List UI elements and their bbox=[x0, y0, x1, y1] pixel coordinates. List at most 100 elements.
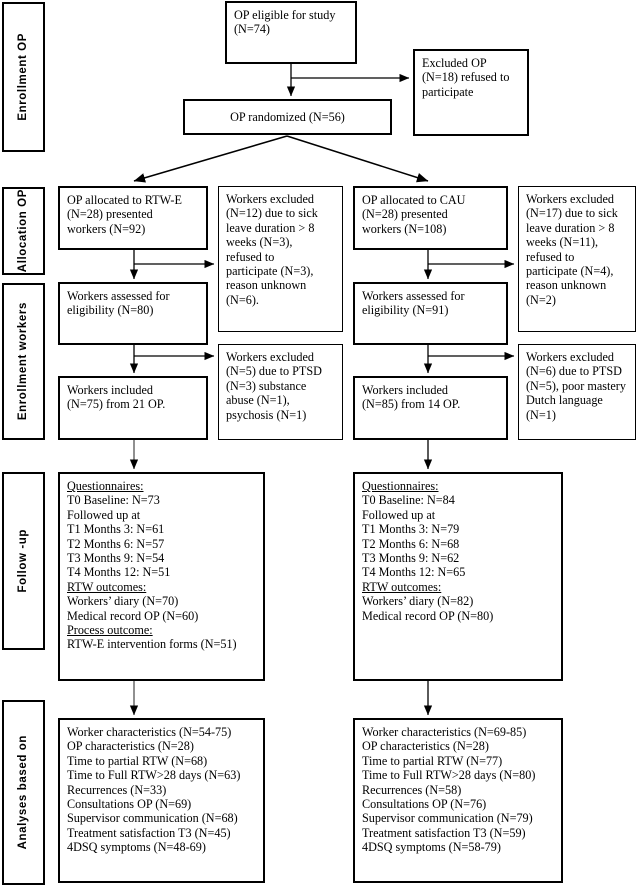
node-line: OP allocated to RTW-E bbox=[67, 193, 182, 207]
node-line: leave duration > 8 bbox=[226, 220, 315, 235]
stage-label-text: Allocation OP bbox=[16, 189, 29, 273]
node-analyses-rtwe: Worker characteristics (N=54-75)OP chara… bbox=[58, 718, 265, 883]
node-line: (N=75) from 21 OP. bbox=[67, 397, 166, 412]
node-line: Medical record OP (N=60) bbox=[67, 608, 199, 623]
node-line: OP characteristics (N=28) bbox=[67, 739, 194, 754]
node-line: Medical record OP (N=80) bbox=[362, 608, 494, 623]
node-excluded-rtwe-ptsd: Workers excluded(N=5) due to PTSD(N=3) s… bbox=[218, 344, 343, 440]
node-line: Treatment satisfaction T3 (N=59) bbox=[362, 825, 526, 840]
node-line: Supervisor communication (N=79) bbox=[362, 811, 533, 826]
node-line: T0 Baseline: N=73 bbox=[67, 493, 160, 508]
node-line: Followed up at bbox=[362, 507, 436, 522]
node-line: OP eligible for study bbox=[234, 8, 336, 22]
stage-label-text: Enrollment workers bbox=[16, 302, 29, 421]
node-line: Consultations OP (N=76) bbox=[362, 796, 487, 811]
node-line: RTW-E intervention forms (N=51) bbox=[67, 637, 237, 652]
node-line: Time to partial RTW (N=77) bbox=[362, 753, 503, 768]
node-line: Workers included bbox=[67, 383, 153, 397]
node-line: OP characteristics (N=28) bbox=[362, 739, 489, 754]
node-line: eligibility (N=91) bbox=[362, 303, 449, 318]
node-line: RTW outcomes: bbox=[67, 579, 147, 594]
node-line: (N=2) bbox=[526, 292, 556, 307]
node-line: participate (N=4), bbox=[526, 263, 614, 278]
node-line: Workers’ diary (N=82) bbox=[362, 594, 474, 609]
node-line: (N=6). bbox=[226, 292, 259, 307]
node-line: refused to bbox=[226, 249, 275, 264]
node-line: (N=6) due to PTSD bbox=[526, 364, 622, 379]
stage-label-follow-up: Follow -up bbox=[2, 472, 45, 650]
node-line: Supervisor communication (N=68) bbox=[67, 811, 238, 826]
node-line: Workers assessed for bbox=[67, 289, 170, 303]
node-line: (N=74) bbox=[234, 22, 270, 37]
stage-label-enrollment-op: Enrollment OP bbox=[2, 2, 45, 152]
node-included-rtwe: Workers included(N=75) from 21 OP. bbox=[58, 376, 208, 440]
node-line: (N=28) presented bbox=[67, 207, 153, 222]
node-line: T1 Months 3: N=79 bbox=[362, 522, 460, 537]
stage-label-analyses: Analyses based on bbox=[2, 700, 45, 885]
node-line: Workers’ diary (N=70) bbox=[67, 594, 179, 609]
node-line: (N=5), poor mastery bbox=[526, 378, 626, 393]
node-line: Workers excluded bbox=[226, 192, 315, 206]
node-line: psychosis (N=1) bbox=[226, 407, 307, 422]
node-line: Workers excluded bbox=[526, 350, 615, 364]
node-line: weeks (N=11), bbox=[526, 235, 599, 250]
node-line: T4 Months 12: N=51 bbox=[67, 565, 171, 580]
node-line: (N=17) due to sick bbox=[526, 206, 618, 221]
node-line: Questionnaires: bbox=[67, 479, 144, 493]
node-line: (N=12) due to sick bbox=[226, 206, 318, 221]
edge-randomized-to-cau bbox=[286, 135, 429, 183]
stage-label-text: Follow -up bbox=[16, 529, 29, 593]
stage-label-text: Analyses based on bbox=[16, 735, 29, 850]
node-line: reason unknown bbox=[226, 278, 307, 293]
node-line: Excluded OP bbox=[422, 56, 487, 70]
stage-label-allocation-op: Allocation OP bbox=[2, 187, 45, 275]
node-line: T0 Baseline: N=84 bbox=[362, 493, 455, 508]
node-included-cau: Workers included(N=85) from 14 OP. bbox=[353, 376, 508, 440]
stage-label-enrollment-workers: Enrollment workers bbox=[2, 283, 45, 440]
node-line: Consultations OP (N=69) bbox=[67, 796, 192, 811]
node-op-randomized: OP randomized (N=56) bbox=[183, 99, 392, 135]
node-line: Time to Full RTW>28 days (N=80) bbox=[362, 768, 536, 783]
node-line: Workers excluded bbox=[526, 192, 615, 206]
node-line: (N=5) due to PTSD bbox=[226, 364, 322, 379]
node-line: eligibility (N=80) bbox=[67, 303, 154, 318]
node-line: Time to Full RTW>28 days (N=63) bbox=[67, 768, 241, 783]
node-line: T2 Months 6: N=57 bbox=[67, 536, 165, 551]
node-line: RTW outcomes: bbox=[362, 579, 442, 594]
node-line: participate (N=3), bbox=[226, 263, 314, 278]
node-line: Process outcome: bbox=[67, 622, 153, 637]
node-line: T4 Months 12: N=65 bbox=[362, 565, 466, 580]
node-line: (N=85) from 14 OP. bbox=[362, 397, 461, 412]
node-line: Followed up at bbox=[67, 507, 141, 522]
node-line: OP randomized (N=56) bbox=[230, 109, 345, 124]
node-line: (N=18) refused to bbox=[422, 70, 510, 85]
node-line: weeks (N=3), bbox=[226, 235, 293, 250]
edge-randomized-to-rtwe bbox=[133, 135, 288, 183]
node-line: Worker characteristics (N=54-75) bbox=[67, 725, 232, 739]
node-line: T1 Months 3: N=61 bbox=[67, 522, 165, 537]
node-line: Recurrences (N=58) bbox=[362, 782, 462, 797]
node-line: workers (N=108) bbox=[362, 221, 447, 236]
node-line: T3 Months 9: N=54 bbox=[67, 550, 165, 565]
node-line: T3 Months 9: N=62 bbox=[362, 550, 460, 565]
node-line: abuse (N=1), bbox=[226, 393, 290, 408]
node-line: Questionnaires: bbox=[362, 479, 439, 493]
node-line: 4DSQ symptoms (N=58-79) bbox=[362, 840, 501, 855]
node-op-eligible: OP eligible for study(N=74) bbox=[225, 1, 357, 64]
node-line: T2 Months 6: N=68 bbox=[362, 536, 460, 551]
node-line: refused to bbox=[526, 249, 575, 264]
node-line: (N=1) bbox=[526, 407, 556, 422]
node-excluded-cau-ptsd: Workers excluded(N=6) due to PTSD(N=5), … bbox=[518, 344, 636, 440]
node-line: (N=3) substance bbox=[226, 378, 307, 393]
node-line: Time to partial RTW (N=68) bbox=[67, 753, 208, 768]
node-line: Treatment satisfaction T3 (N=45) bbox=[67, 825, 231, 840]
